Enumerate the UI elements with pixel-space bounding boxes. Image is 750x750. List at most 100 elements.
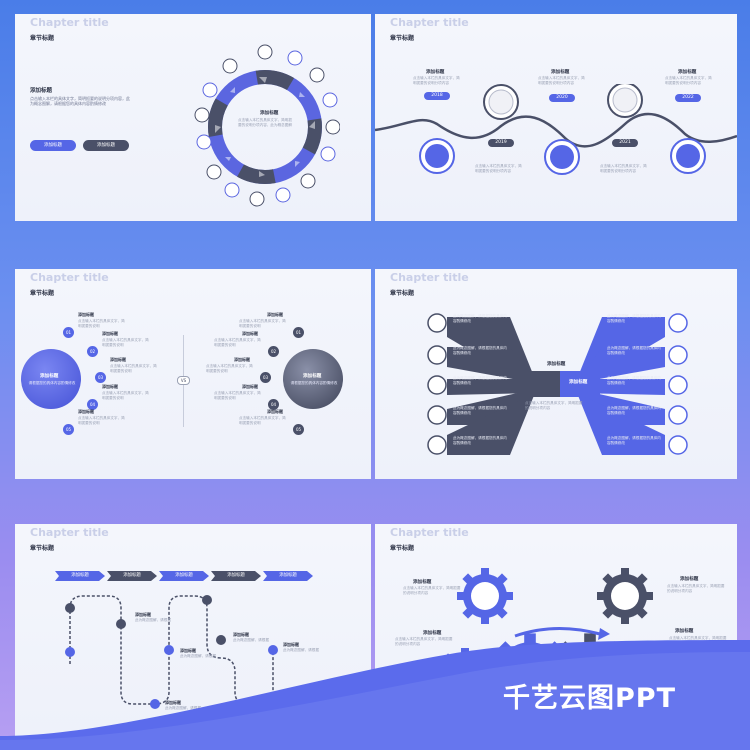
item-title: 添加标题 bbox=[426, 70, 445, 75]
item-text: 点击输入本栏的具体文字，简明扼要的说明分项内容 bbox=[395, 637, 453, 646]
item-text: 点击输入本栏的具体文字，简明扼要的说明 bbox=[206, 364, 253, 373]
slide-path[interactable]: Chapter title 章节标题 添加标题添加标题添加标题添加标题添加标题 … bbox=[15, 524, 371, 736]
chapter-title: Chapter title bbox=[390, 271, 469, 284]
item-text: 点击输入本栏的具体文字，简明扼要的说明分项内容 bbox=[665, 76, 712, 85]
center-title: 添加标题 bbox=[260, 111, 279, 116]
chapter-subtitle: 章节标题 bbox=[390, 290, 415, 297]
chapter-subtitle: 章节标题 bbox=[390, 545, 415, 552]
item-text: 此为概念图解，请根据 bbox=[180, 654, 216, 658]
item-title: 添加标题 bbox=[551, 70, 570, 75]
item-text: 点击输入本栏的具体文字，简明扼要的说明 bbox=[110, 364, 157, 373]
item-title: 添加标题 bbox=[102, 384, 118, 389]
slide-timeline[interactable]: Chapter title 章节标题 2018 2019 2020 2021 2… bbox=[375, 14, 737, 221]
item-number-badge: 02 bbox=[268, 346, 279, 357]
item-text: 点击输入本栏的具体文字，简明扼要的说明分项内容 bbox=[403, 586, 461, 595]
item-text: 此为概念图解，请根据 bbox=[233, 638, 269, 642]
item-title: 添加标题 bbox=[242, 331, 258, 336]
item-title: 添加标题 bbox=[680, 577, 699, 582]
center-text: 点击输入本栏的具体文字，简明扼要的说明分项内容，此为概念图解 bbox=[238, 118, 292, 127]
item-text: 点击输入本栏的具体文字，简明扼要的说明分项内容 bbox=[413, 76, 460, 85]
year-badge: 2022 bbox=[675, 94, 701, 102]
branch-text: 此为概念图解，请根据您的具体内容酌情修改 bbox=[453, 314, 507, 323]
item-text: 点击输入本栏的具体文字，简明扼要的说明分项内容 bbox=[600, 164, 647, 173]
dashed-path bbox=[65, 595, 278, 709]
branch-text: 此为概念图解，请根据您的具体内容酌情修改 bbox=[453, 346, 507, 355]
item-number-badge: 05 bbox=[63, 424, 74, 435]
item-text: 点击输入本栏的具体文字，简明扼要的说明 bbox=[102, 338, 149, 347]
chapter-subtitle: 章节标题 bbox=[30, 35, 55, 42]
center-text: 点击输入本栏的具体文字，简明扼要的说明分项内容 bbox=[525, 401, 583, 410]
item-number-badge: 02 bbox=[87, 346, 98, 357]
slide-cycle-diagram[interactable]: Chapter title 章节标题 添加标题 点击输入本栏的具体文字，简明扼要… bbox=[15, 14, 371, 221]
item-title: 添加标题 bbox=[78, 409, 94, 414]
item-number-badge: 01 bbox=[293, 327, 304, 338]
slide-branch[interactable]: Chapter title 章节标题 添加标题 添加标题 点击输入本栏的具体文字… bbox=[375, 269, 737, 479]
item-text: 点击输入本栏的具体文字，简明扼要的说明 bbox=[214, 391, 261, 400]
chapter-subtitle: 章节标题 bbox=[30, 290, 55, 297]
primary-button[interactable]: 添加标题 bbox=[30, 140, 76, 151]
item-title: 添加标题 bbox=[267, 409, 283, 414]
branch-text: 此为概念图解，请根据您的具体内容酌情修改 bbox=[607, 314, 661, 323]
arrow-step: 添加标题 bbox=[55, 571, 105, 581]
item-title: 添加标题 bbox=[242, 384, 258, 389]
section-body: 点击输入本栏的具体文字，简明扼要的说明分项内容，此为概念图解，请根据您的具体内容… bbox=[30, 96, 130, 106]
left-circle bbox=[21, 349, 81, 409]
right-circle-text: 请根据您的具体内容酌情修改 bbox=[290, 381, 338, 385]
branch-text: 此为概念图解，请根据您的具体内容酌情修改 bbox=[607, 346, 661, 355]
item-title: 添加标题 bbox=[110, 357, 126, 362]
item-text: 点击输入本栏的具体文字，简明扼要的说明 bbox=[239, 416, 286, 425]
right-circle-title: 添加标题 bbox=[303, 374, 322, 379]
item-text: 点击输入本栏的具体文字，简明扼要的说明分项内容 bbox=[669, 636, 727, 645]
center-title: 添加标题 bbox=[547, 362, 566, 367]
item-title: 添加标题 bbox=[102, 331, 118, 336]
secondary-button[interactable]: 添加标题 bbox=[83, 140, 129, 151]
chapter-subtitle: 章节标题 bbox=[390, 35, 415, 42]
center-label: 添加标题 bbox=[569, 380, 588, 385]
arrow-step: 添加标题 bbox=[159, 571, 209, 581]
item-text: 点击输入本栏的具体文字，简明扼要的说明分项内容 bbox=[667, 584, 725, 593]
arrow-step: 添加标题 bbox=[263, 571, 313, 581]
arrow-step: 添加标题 bbox=[211, 571, 261, 581]
chapter-title: Chapter title bbox=[30, 16, 109, 29]
item-text: 此为概念图解，请根据 bbox=[135, 618, 171, 622]
item-title: 添加标题 bbox=[678, 70, 697, 75]
item-title: 添加标题 bbox=[413, 580, 432, 585]
arrow-step: 添加标题 bbox=[107, 571, 157, 581]
item-text: 此为概念图解，请根据 bbox=[283, 648, 319, 652]
chapter-subtitle: 章节标题 bbox=[30, 545, 55, 552]
item-text: 点击输入本栏的具体文字，简明扼要的说明分项内容 bbox=[475, 164, 522, 173]
item-text: 点击输入本栏的具体文字，简明扼要的说明 bbox=[78, 319, 125, 328]
branch-text: 此为概念图解，请根据您的具体内容酌情修改 bbox=[607, 376, 661, 385]
item-title: 添加标题 bbox=[675, 629, 694, 634]
item-number-badge: 01 bbox=[63, 327, 74, 338]
item-text: 点击输入本栏的具体文字，简明扼要的说明 bbox=[78, 416, 125, 425]
year-badge: 2021 bbox=[612, 139, 638, 147]
brand-text: 千艺云图PPT bbox=[503, 683, 676, 714]
timeline-wave bbox=[375, 84, 737, 175]
year-badge: 2020 bbox=[549, 94, 575, 102]
item-title: 添加标题 bbox=[135, 612, 151, 617]
branch-text: 此为概念图解，请根据您的具体内容酌情修改 bbox=[607, 406, 661, 415]
chapter-title: Chapter title bbox=[30, 271, 109, 284]
gears-diagram bbox=[437, 568, 673, 715]
item-title: 添加标题 bbox=[78, 312, 94, 317]
chapter-title: Chapter title bbox=[30, 526, 109, 539]
branch-diagram bbox=[427, 313, 688, 455]
left-circle-title: 添加标题 bbox=[40, 374, 59, 379]
vs-badge: VS bbox=[177, 376, 190, 385]
branch-text: 此为概念图解，请根据您的具体内容酌情修改 bbox=[607, 436, 661, 445]
item-number-badge: 03 bbox=[260, 372, 271, 383]
item-text: 点击输入本栏的具体文字，简明扼要的说明分项内容 bbox=[538, 76, 585, 85]
right-circle bbox=[283, 349, 343, 409]
year-badge: 2018 bbox=[424, 92, 450, 100]
item-title: 添加标题 bbox=[233, 632, 249, 637]
item-text: 此为概念图解，请根据 bbox=[165, 706, 201, 710]
item-text: 点击输入本栏的具体文字，简明扼要的说明 bbox=[214, 338, 261, 347]
cycle-ring bbox=[194, 44, 340, 207]
section-heading: 添加标题 bbox=[30, 88, 53, 94]
slide-versus[interactable]: Chapter title 章节标题 添加标题 请根据您的具体内容酌情修改 添加… bbox=[15, 269, 371, 479]
item-title: 添加标题 bbox=[267, 312, 283, 317]
branch-text: 此为概念图解，请根据您的具体内容酌情修改 bbox=[453, 376, 507, 385]
item-number-badge: 03 bbox=[95, 372, 106, 383]
item-title: 添加标题 bbox=[234, 357, 250, 362]
